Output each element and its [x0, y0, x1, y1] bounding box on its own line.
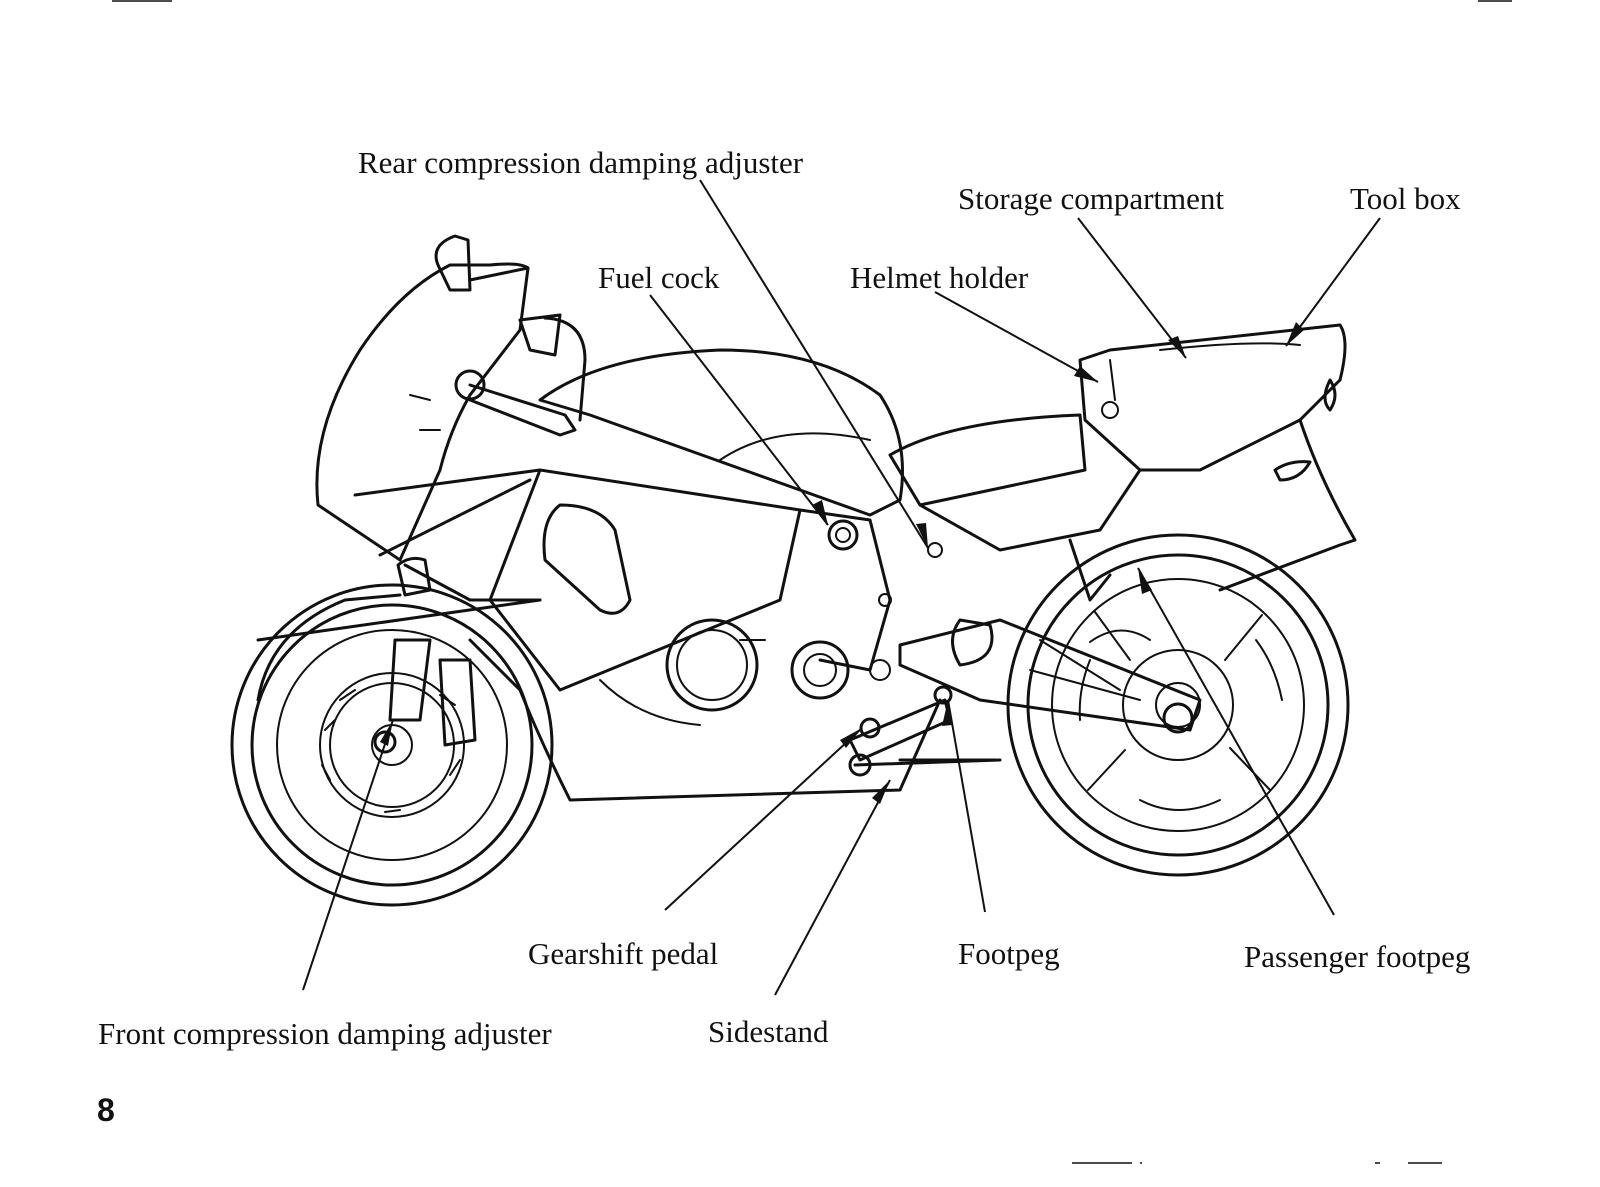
label-gearshift-pedal: Gearshift pedal	[528, 936, 719, 971]
front-fork	[373, 556, 477, 754]
edge-rules	[112, 0, 1512, 1164]
label-sidestand: Sidestand	[708, 1014, 829, 1049]
arrowheads	[380, 322, 1304, 804]
arrow-gearshift	[840, 728, 862, 748]
arrow-passenger-footpeg	[1138, 568, 1152, 594]
arrow-rear-compression	[916, 523, 928, 548]
swingarm	[898, 618, 1202, 734]
arrow-sidestand	[872, 780, 890, 804]
label-footpeg: Footpeg	[958, 936, 1060, 971]
handlebar-assembly	[409, 234, 587, 437]
frame-and-engine	[599, 508, 943, 726]
arrow-front-compression	[380, 720, 393, 746]
label-front-compression-damping-adjuster: Front compression damping adjuster	[98, 1016, 552, 1051]
arrow-storage	[1168, 336, 1186, 358]
seat-and-tail	[888, 323, 1357, 602]
arrow-helmet-holder	[1074, 366, 1098, 382]
fairing	[256, 262, 942, 802]
label-rear-compression-damping-adjuster: Rear compression damping adjuster	[358, 145, 804, 180]
label-helmet-holder: Helmet holder	[850, 260, 1029, 295]
page-number: 8	[97, 1092, 115, 1128]
arrow-tool-box	[1286, 322, 1304, 346]
label-fuel-cock: Fuel cock	[598, 260, 720, 295]
arrow-fuel-cock	[812, 500, 828, 525]
front-wheel	[230, 583, 554, 907]
fuel-tank	[538, 348, 904, 517]
arrow-footpeg	[942, 700, 952, 726]
label-tool-box: Tool box	[1350, 181, 1461, 216]
label-storage-compartment: Storage compartment	[958, 181, 1224, 216]
label-passenger-footpeg: Passenger footpeg	[1244, 939, 1471, 974]
leader-lines	[302, 179, 1381, 996]
